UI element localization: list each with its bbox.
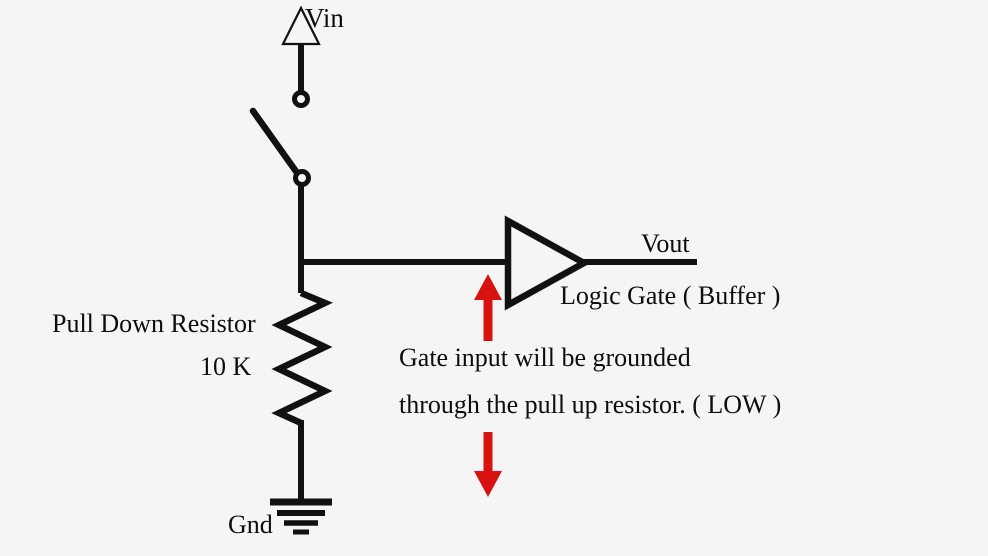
resistance-value-label: 10 K (200, 352, 252, 381)
buffer-triangle-icon (504, 215, 591, 311)
vout-label: Vout (641, 229, 690, 258)
annotation-line-2: through the pull up resistor. ( LOW ) (399, 390, 782, 419)
ground-symbol (270, 498, 332, 535)
spst-switch[interactable] (249, 90, 311, 187)
switch-bottom-terminal[interactable] (293, 169, 311, 187)
switch-top-terminal[interactable] (292, 90, 310, 108)
switch-blade[interactable] (249, 107, 304, 181)
red-up-arrow-icon (474, 274, 502, 341)
pull-down-resistor-symbol (271, 290, 333, 426)
buffer-gate-symbol (504, 215, 591, 311)
logic-gate-label: Logic Gate ( Buffer ) (560, 281, 781, 310)
red-down-arrow-icon (474, 432, 502, 497)
vin-label: Vin (305, 3, 344, 33)
down-arrow-head (474, 471, 502, 497)
annotation-line-1: Gate input will be grounded (399, 343, 691, 372)
ground-label: Gnd (228, 510, 273, 539)
up-arrow-head (474, 274, 502, 300)
vin-supply-symbol (281, 5, 321, 98)
pull-down-resistor-label: Pull Down Resistor (52, 309, 256, 338)
